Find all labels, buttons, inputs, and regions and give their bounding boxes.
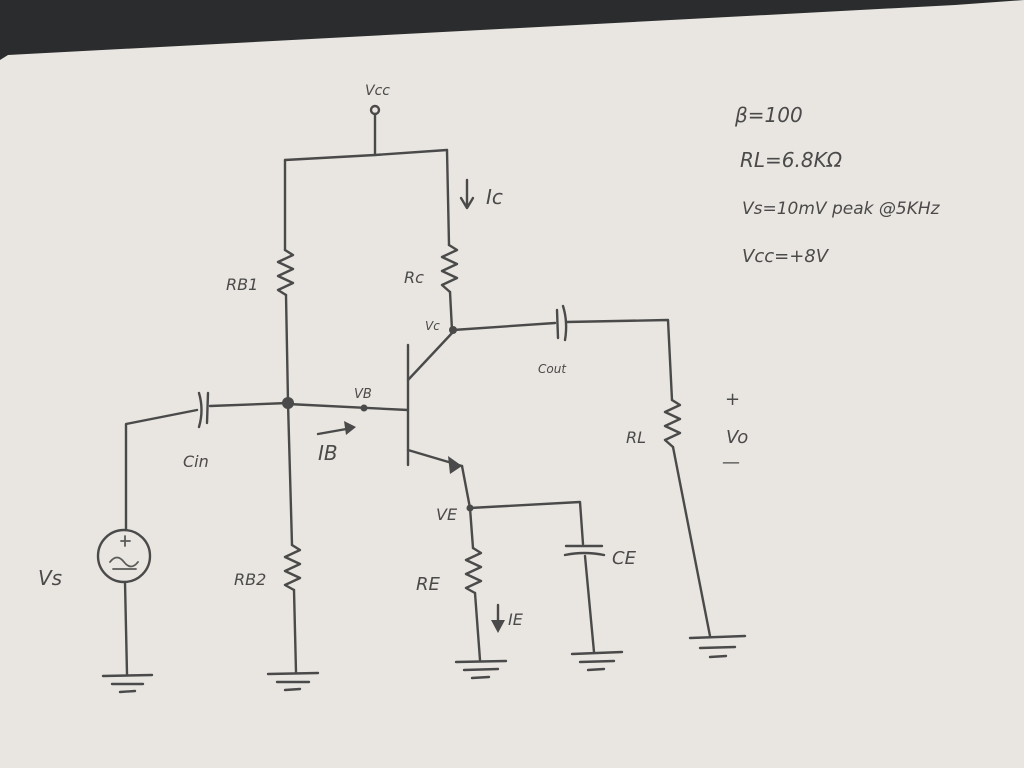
ve-label: VE xyxy=(436,505,458,524)
re-label: RE xyxy=(416,574,441,595)
emitter-wire xyxy=(460,464,472,510)
cout-wire-left xyxy=(451,321,557,332)
rb2-wire-top xyxy=(286,401,294,547)
param-vcc: Vcc=+8V xyxy=(742,246,830,267)
rb1-resistor xyxy=(276,248,295,297)
vs-ground-icon xyxy=(101,673,154,694)
cin-wire-left xyxy=(124,408,199,532)
ce-ground-icon xyxy=(570,650,624,672)
ib-label: IB xyxy=(318,441,338,465)
rb1-wire-bottom xyxy=(284,293,290,404)
rb2-ground-icon xyxy=(266,671,320,692)
ce-label: CE xyxy=(612,548,637,569)
vo-label: Vo xyxy=(726,427,748,448)
vs-label: Vs xyxy=(38,566,62,590)
rc-label: Rc xyxy=(404,268,424,287)
rl-label: RL xyxy=(626,428,646,447)
vo-plus-sign: + xyxy=(725,389,740,410)
npn-transistor-icon xyxy=(406,330,464,474)
ib-arrow-icon xyxy=(316,421,356,436)
vs-wire-bottom xyxy=(123,580,129,676)
rl-wire-bottom xyxy=(671,445,712,638)
re-wire-bottom xyxy=(473,591,482,662)
rc-wire-bottom xyxy=(448,290,454,332)
ic-arrow-icon xyxy=(459,178,475,210)
vcc-terminal xyxy=(369,104,381,157)
ie-label: IE xyxy=(508,610,524,629)
cin-capacitor xyxy=(197,391,210,429)
rl-resistor xyxy=(663,398,682,449)
ce-wire-bottom xyxy=(583,554,596,654)
vc-label: Vc xyxy=(425,319,440,333)
ce-capacitor xyxy=(563,544,606,557)
cout-wire-right xyxy=(564,318,674,402)
base-wire xyxy=(286,402,410,412)
cout-label: Cout xyxy=(538,362,567,376)
re-resistor xyxy=(464,546,483,595)
cin-wire-right xyxy=(208,401,290,408)
rl-ground-icon xyxy=(688,634,747,659)
ce-wire-top xyxy=(468,500,585,546)
vb-node xyxy=(360,404,368,412)
vcc-label: Vcc xyxy=(365,83,390,99)
ie-arrow-icon xyxy=(491,603,505,633)
vb-label: VB xyxy=(354,387,372,402)
rb1-label: RB1 xyxy=(226,275,258,294)
param-beta: β=100 xyxy=(734,103,803,127)
rb2-resistor xyxy=(283,543,302,592)
param-rl: RL=6.8KΩ xyxy=(740,148,843,172)
cin-label: Cin xyxy=(183,452,209,471)
re-ground-icon xyxy=(454,659,508,680)
re-wire-top xyxy=(468,506,475,550)
rb2-wire-bottom xyxy=(292,588,298,674)
vo-minus-sign: — xyxy=(722,452,740,473)
rc-wire-top xyxy=(445,148,451,247)
ic-label: Ic xyxy=(486,185,503,209)
rc-resistor xyxy=(440,243,459,294)
rb2-label: RB2 xyxy=(234,570,266,589)
top-rail xyxy=(283,148,449,162)
param-vs: Vs=10mV peak @5KHz xyxy=(742,199,941,219)
